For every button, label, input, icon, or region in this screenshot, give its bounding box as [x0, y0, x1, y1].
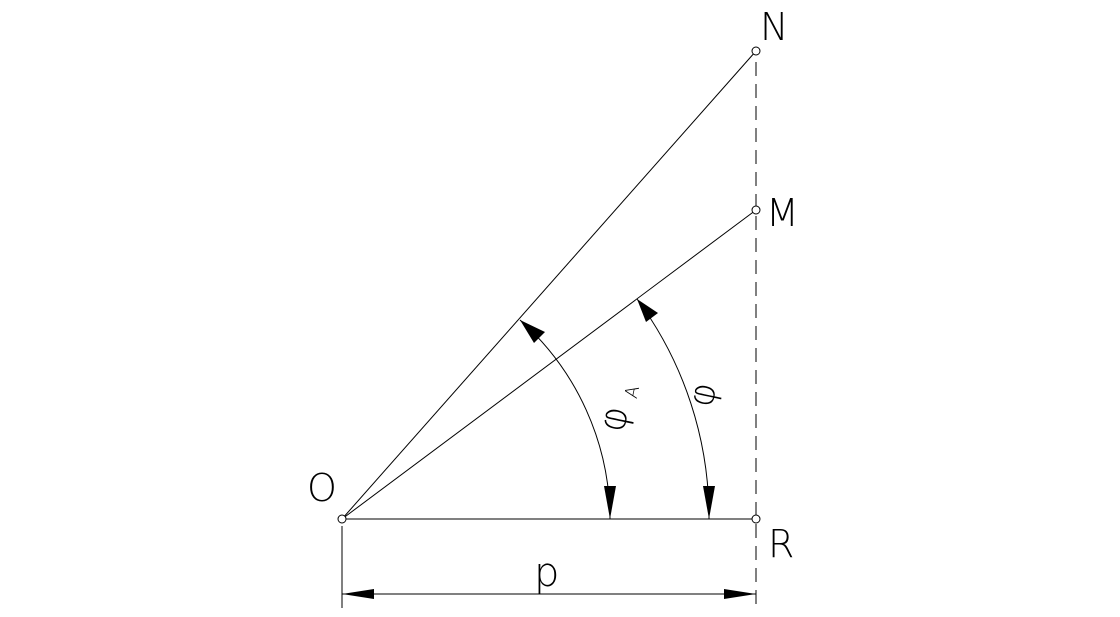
label-m: M: [766, 191, 799, 235]
point-o-marker: [337, 514, 347, 524]
dimension-arrow-right: [724, 589, 756, 599]
label-r: R: [768, 522, 794, 566]
point-m-marker: [751, 205, 761, 215]
label-phi-a-group: φ A: [589, 384, 644, 436]
dimension-arrow-left: [342, 589, 374, 599]
label-phi-group: φ: [680, 379, 725, 411]
point-n-marker: [751, 46, 761, 56]
label-phi: φ: [680, 379, 725, 411]
ray-o-n: [341, 50, 757, 520]
arc-phi-a-arrow-bottom: [604, 486, 616, 519]
label-p: p: [534, 550, 559, 596]
label-n: N: [760, 5, 788, 49]
ray-o-m: [341, 209, 757, 520]
label-phi-a-subscript: A: [621, 384, 644, 400]
arc-phi: [636, 298, 710, 520]
point-r-marker: [751, 514, 761, 524]
arc-phi-arrow-top: [637, 299, 658, 322]
label-phi-a: φ: [589, 402, 637, 436]
arc-phi-a-arrow-top: [520, 320, 545, 343]
arc-phi-arrow-bottom: [703, 486, 715, 519]
label-o: O: [307, 466, 337, 510]
